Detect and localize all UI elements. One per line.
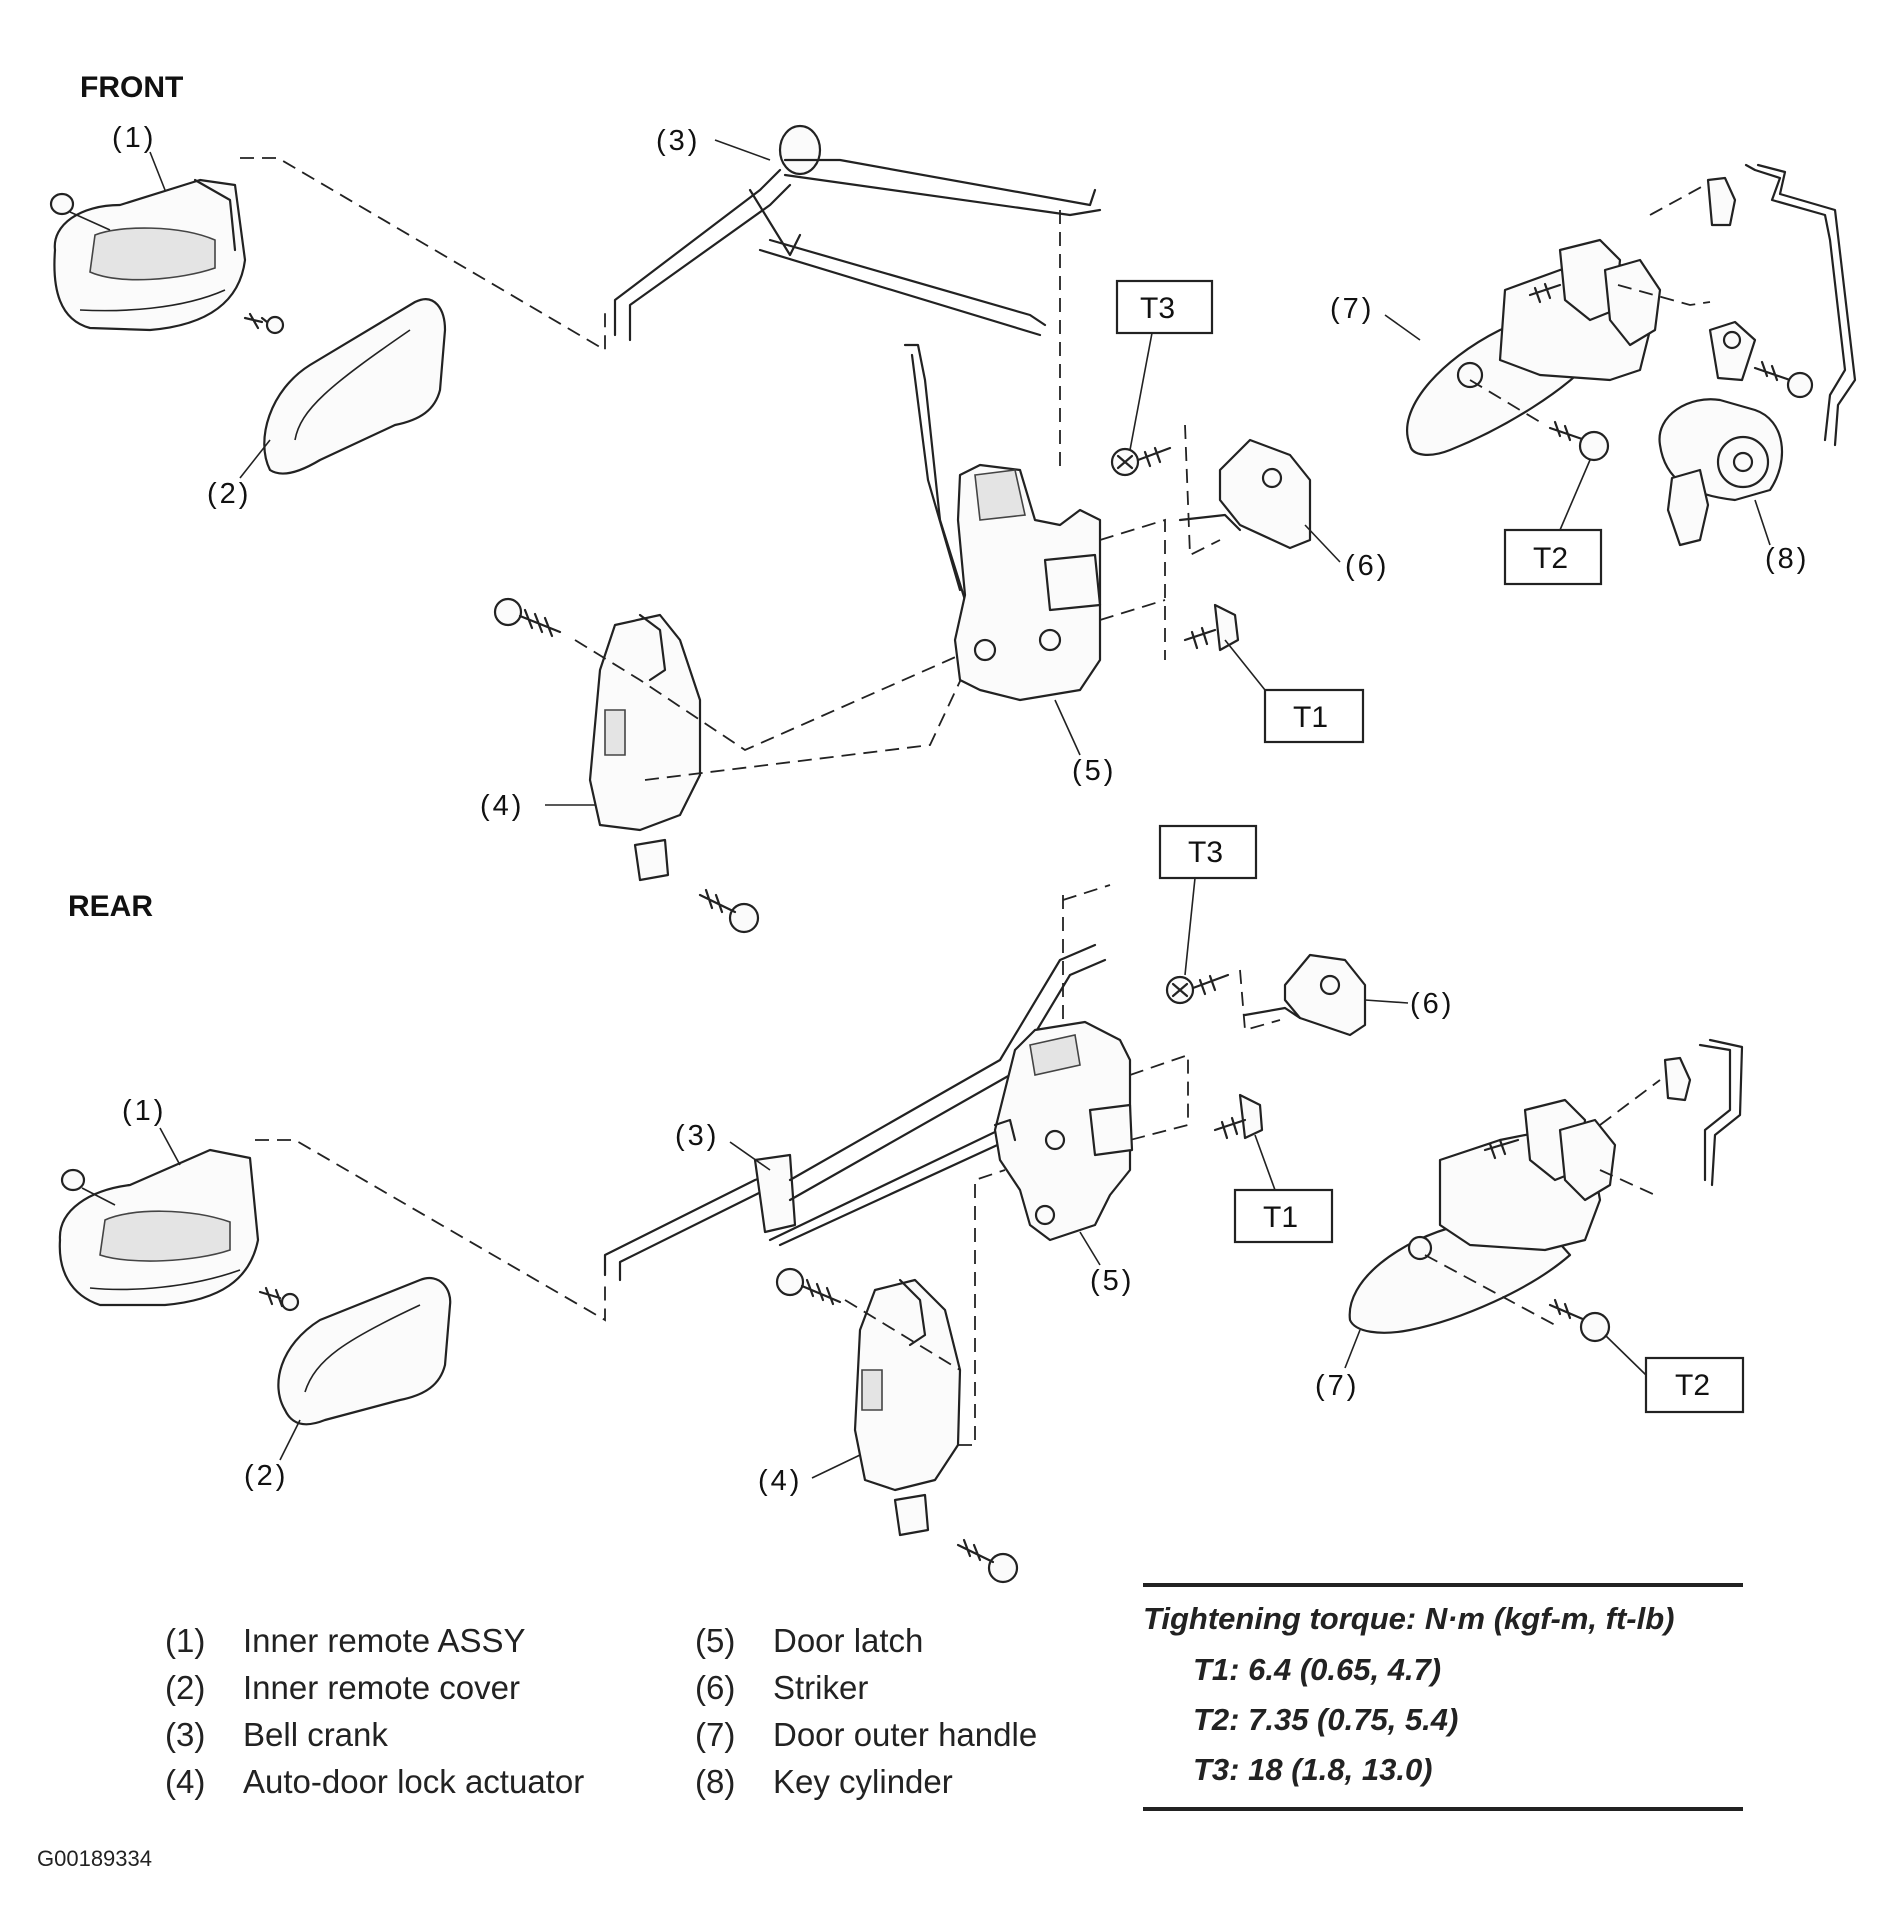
front-t1-box: T1 — [1224, 639, 1365, 744]
front-callout-8: (8) — [1765, 543, 1809, 575]
rear-inner-remote-screw — [258, 1286, 284, 1308]
front-door-outer-handle — [1406, 238, 1662, 456]
front-section-title: FRONT — [80, 71, 183, 104]
front-t2-box: T2 — [1503, 459, 1603, 586]
legend-text-2: Inner remote cover — [243, 1669, 520, 1706]
rear-section-title: REAR — [68, 890, 153, 923]
front-t2-bolt — [1548, 420, 1610, 462]
legend-num-1: (1) — [165, 1622, 206, 1659]
legend-text-6: Striker — [773, 1669, 869, 1706]
figure-id: G00189334 — [37, 1846, 152, 1871]
front-key-cylinder — [1658, 320, 1784, 547]
rear-door-outer-handle — [1348, 1098, 1617, 1334]
rear-t2-box: T2 — [1604, 1334, 1745, 1414]
legend-num-8: (8) — [695, 1763, 736, 1800]
front-t2-label: T2 — [1533, 542, 1568, 575]
torque-t3: T3: 18 (1.8, 13.0) — [1193, 1752, 1433, 1787]
front-inner-remote-cover — [263, 298, 447, 475]
rear-t2-label: T2 — [1675, 1369, 1710, 1402]
legend-num-6: (6) — [695, 1669, 736, 1706]
legend-num-7: (7) — [695, 1716, 736, 1753]
front-callout-4: (4) — [480, 790, 524, 822]
rear-rod-clip — [1663, 1038, 1744, 1187]
front-t1-label: T1 — [1293, 701, 1328, 734]
legend-text-5: Door latch — [773, 1622, 924, 1659]
legend-text-1: Inner remote ASSY — [243, 1622, 526, 1659]
front-auto-door-lock-actuator — [588, 613, 702, 882]
rear-callout-3: (3) — [675, 1120, 719, 1152]
legend-num-3: (3) — [165, 1716, 206, 1753]
tightening-torque-table: Tightening torque: N·m (kgf-m, ft-lb) T1… — [1143, 1583, 1743, 1811]
torque-t1: T1: 6.4 (0.65, 4.7) — [1193, 1652, 1442, 1687]
rear-t3-screw — [1165, 973, 1230, 1005]
rear-inner-remote-cover — [277, 1277, 452, 1426]
rear-callout-5: (5) — [1090, 1265, 1134, 1297]
front-rod-clip — [1706, 163, 1857, 447]
front-striker — [1178, 438, 1312, 550]
legend-text-3: Bell crank — [243, 1716, 388, 1753]
legend-text-8: Key cylinder — [773, 1763, 953, 1800]
legend-num-5: (5) — [695, 1622, 736, 1659]
rear-t1-label: T1 — [1263, 1201, 1298, 1234]
rear-striker — [1243, 953, 1367, 1037]
front-t3-label: T3 — [1140, 292, 1175, 325]
rear-bell-crank — [603, 943, 1107, 1282]
legend-num-4: (4) — [165, 1763, 206, 1800]
rear-t2-bolt — [1548, 1298, 1611, 1343]
rear-callout-4: (4) — [758, 1465, 802, 1497]
front-callout-2: (2) — [207, 478, 251, 510]
rear-callout-6: (6) — [1410, 988, 1454, 1020]
front-callout-3: (3) — [656, 125, 700, 157]
front-key-cylinder-bolt — [1753, 360, 1792, 382]
legend-text-4: Auto-door lock actuator — [243, 1763, 585, 1800]
front-bell-crank — [613, 124, 1102, 342]
rear-t1-screw — [1213, 1093, 1264, 1140]
torque-t2: T2: 7.35 (0.75, 5.4) — [1193, 1702, 1459, 1737]
front-t3-screw — [1110, 446, 1172, 477]
rear-auto-door-lock-actuator — [853, 1278, 962, 1537]
front-callout-5: (5) — [1072, 755, 1116, 787]
front-actuator-bolt-upper — [493, 597, 562, 638]
rear-t1-box: T1 — [1233, 1134, 1334, 1244]
front-t1-screw — [1183, 603, 1240, 652]
legend-text-7: Door outer handle — [773, 1716, 1038, 1753]
rear-inner-remote-assy — [58, 1148, 260, 1307]
front-callout-7: (7) — [1330, 293, 1374, 325]
front-callout-1: (1) — [112, 122, 156, 154]
rear-t3-box: T3 — [1158, 824, 1258, 976]
rear-callout-2: (2) — [244, 1460, 288, 1492]
rear-callout-7: (7) — [1315, 1370, 1359, 1402]
front-inner-remote-assy — [49, 178, 247, 332]
rear-t3-label: T3 — [1188, 836, 1223, 869]
legend-num-2: (2) — [165, 1669, 206, 1706]
front-door-latch — [903, 343, 1102, 702]
rear-actuator-bolt-upper — [775, 1267, 842, 1306]
front-callout-6: (6) — [1345, 550, 1389, 582]
torque-title: Tightening torque: N·m (kgf-m, ft-lb) — [1143, 1601, 1675, 1636]
rear-actuator-bolt-lower — [956, 1538, 1019, 1584]
front-t3-box: T3 — [1115, 279, 1214, 451]
rear-door-latch — [993, 1020, 1134, 1242]
rear-callout-1: (1) — [122, 1095, 166, 1127]
front-actuator-bolt-lower — [698, 888, 760, 934]
